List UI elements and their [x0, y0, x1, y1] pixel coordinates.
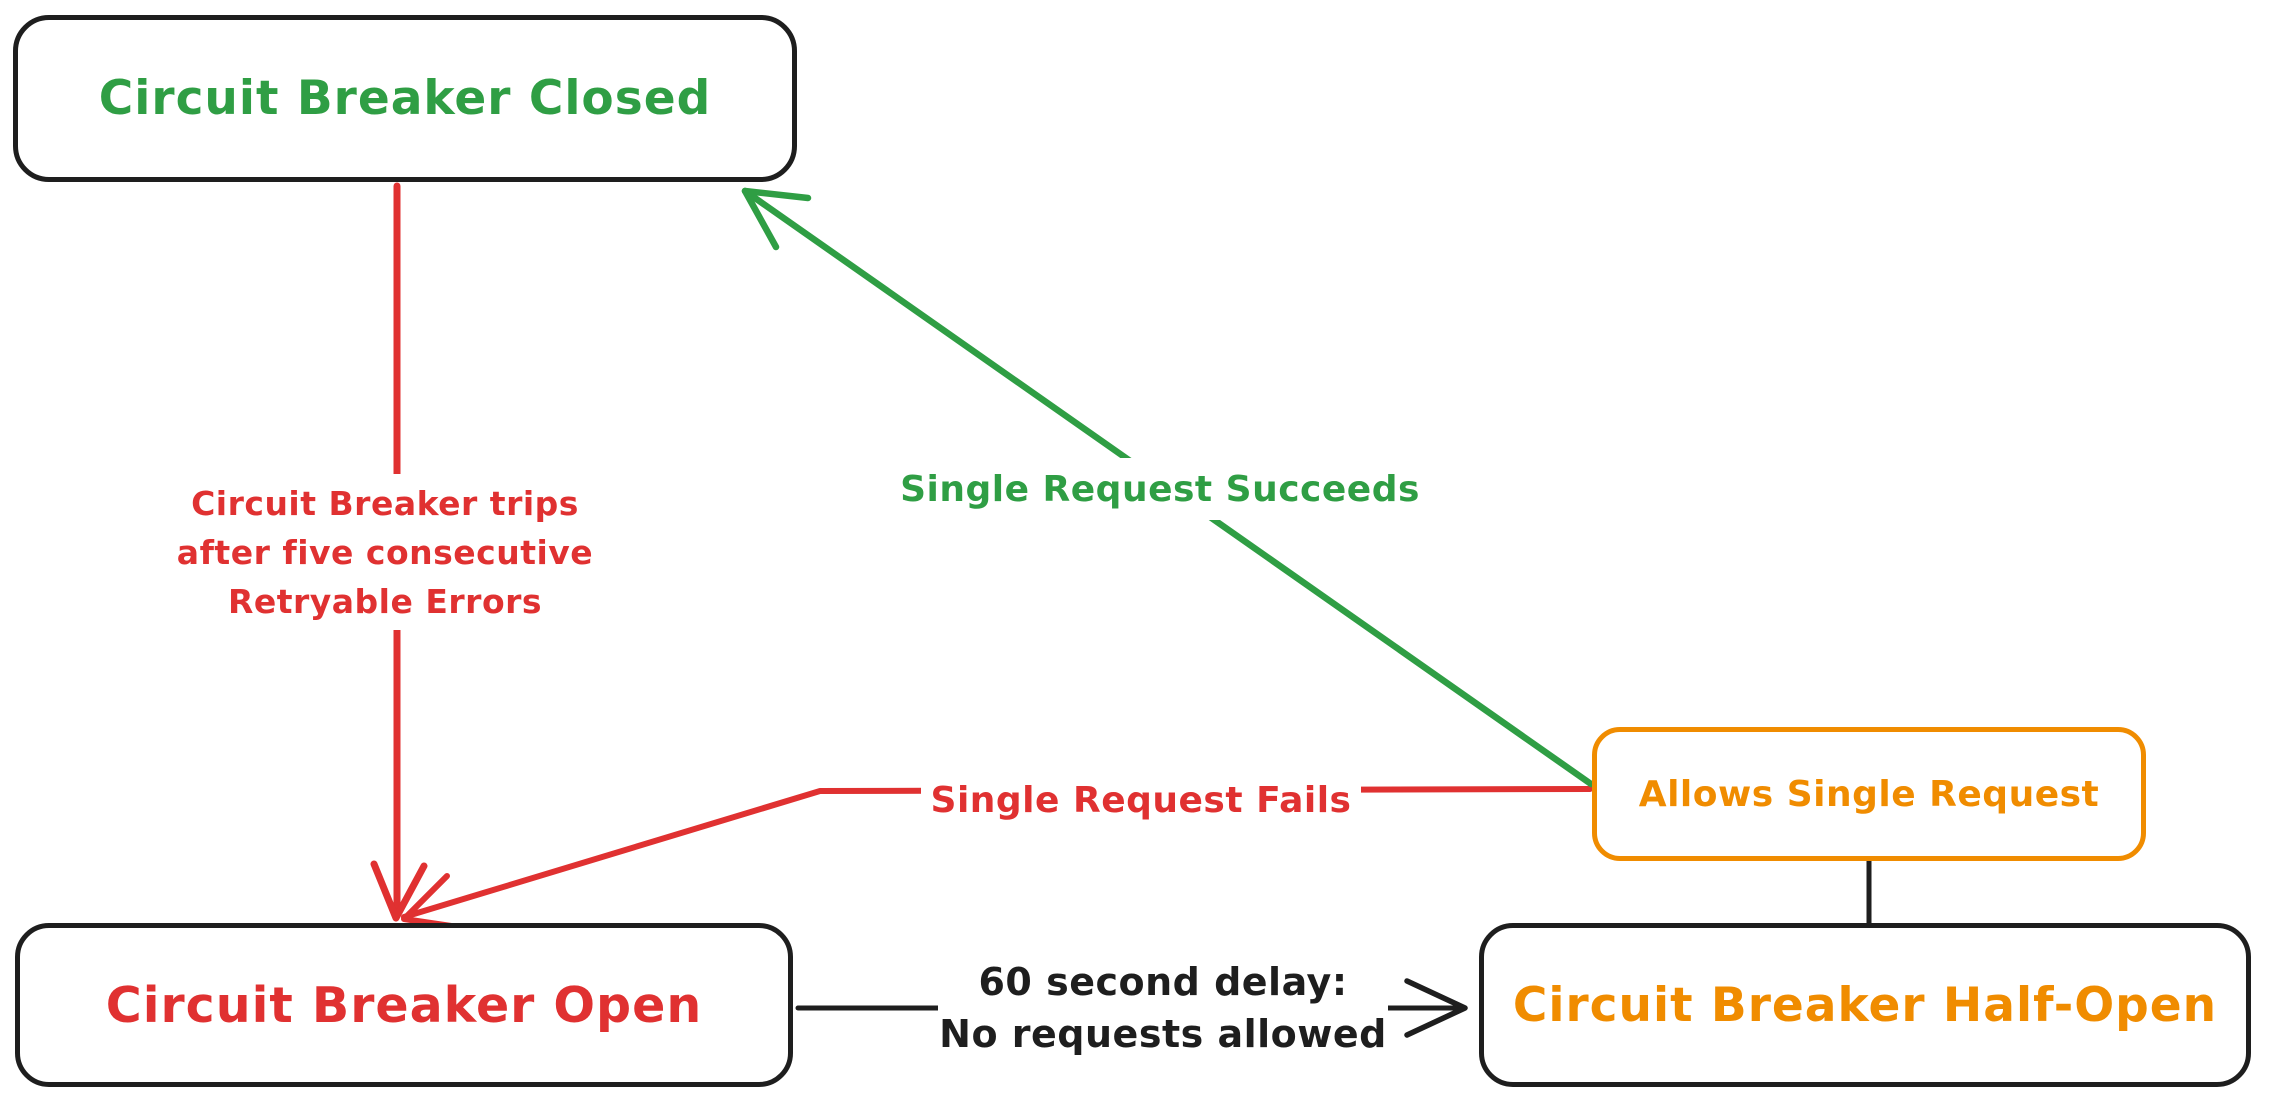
node-circuit-breaker-open: Circuit Breaker Open [15, 923, 793, 1087]
edge-label-trips-line1: Circuit Breaker trips [191, 483, 579, 523]
node-circuit-breaker-closed: Circuit Breaker Closed [13, 15, 797, 182]
edge-label-fails-text: Single Request Fails [930, 779, 1352, 821]
edge-trips-arrowhead [370, 860, 428, 922]
node-half-open-label: Circuit Breaker Half-Open [1512, 977, 2218, 1033]
edge-label-succeeds-text: Single Request Succeeds [900, 468, 1420, 510]
edge-label-delay-line2: No requests allowed [939, 1012, 1387, 1056]
edge-succeeds-arrowhead [741, 187, 812, 251]
edge-delay-arrowhead [1404, 978, 1468, 1038]
node-allows-label: Allows Single Request [1638, 773, 2100, 815]
node-allows-single-request: Allows Single Request [1592, 727, 2146, 861]
edge-label-delay: 60 second delay: No requests allowed [938, 953, 1388, 1063]
node-closed-label: Circuit Breaker Closed [98, 71, 712, 126]
edge-label-trips-line3: Retryable Errors [227, 581, 543, 621]
edge-label-delay-line1: 60 second delay: [978, 960, 1348, 1004]
edge-label-trips: Circuit Breaker trips after five consecu… [163, 474, 607, 630]
edge-label-fails: Single Request Fails [921, 770, 1361, 830]
edge-label-succeeds: Single Request Succeeds [898, 458, 1422, 520]
node-open-label: Circuit Breaker Open [105, 976, 703, 1034]
node-circuit-breaker-half-open: Circuit Breaker Half-Open [1479, 923, 2251, 1087]
edge-label-trips-line2: after five consecutive [176, 532, 594, 572]
